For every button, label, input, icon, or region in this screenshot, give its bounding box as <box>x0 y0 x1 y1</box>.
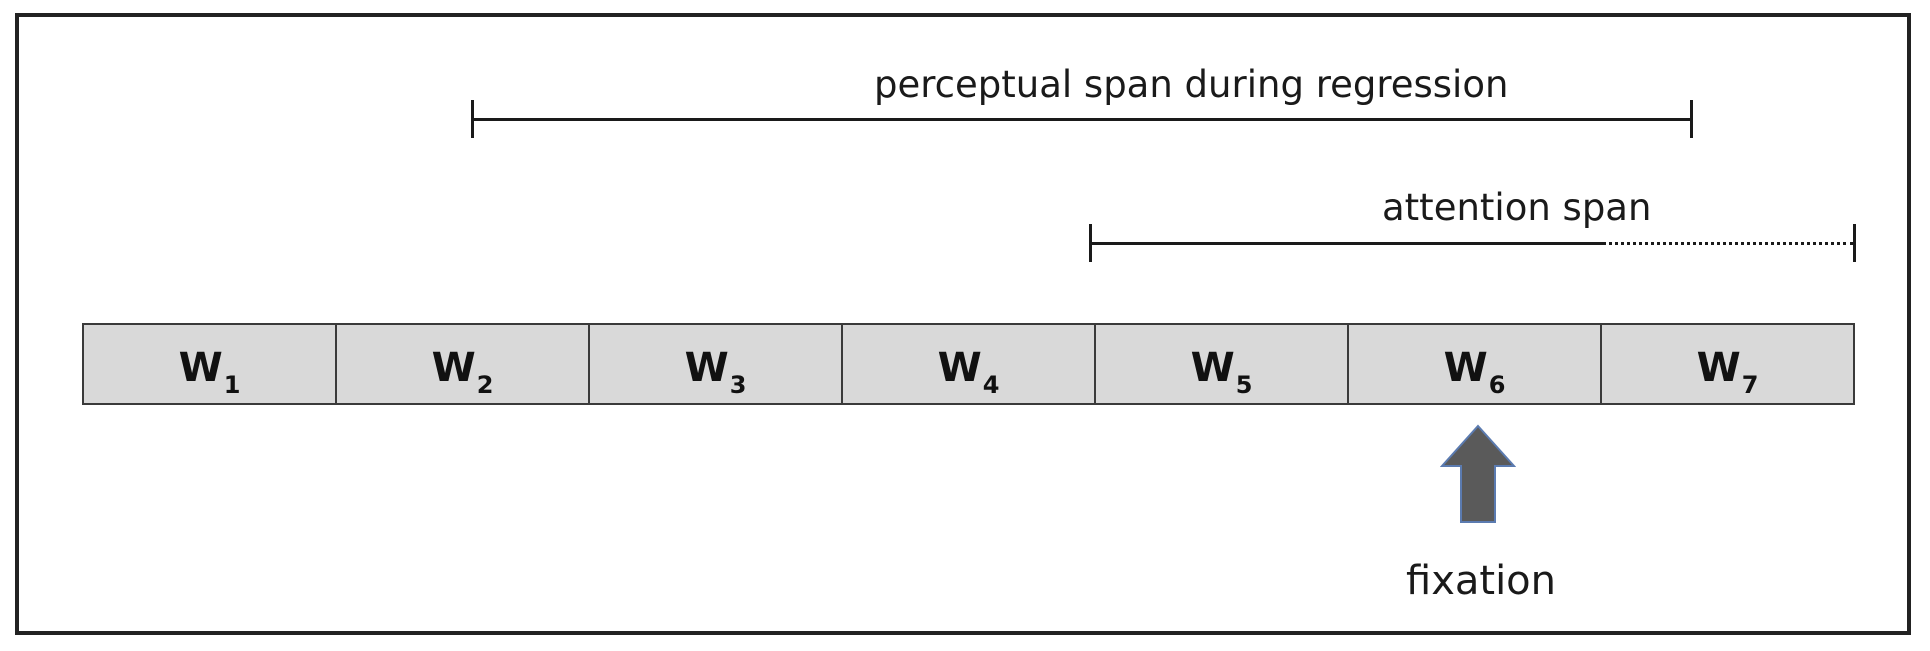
attention-span-label: attention span <box>1382 186 1652 229</box>
word-cell-6: W6 <box>1349 325 1602 403</box>
word-cell-7: W7 <box>1602 325 1853 403</box>
attention-span-right-tick <box>1853 224 1856 262</box>
word-cell-3: W3 <box>590 325 843 403</box>
word-cell-4: W4 <box>843 325 1096 403</box>
fixation-label: fixation <box>1406 558 1556 604</box>
word-label-1: W1 <box>178 345 241 399</box>
word-label-7: W7 <box>1696 345 1759 399</box>
fixation-arrow-shape <box>1440 424 1516 523</box>
perceptual-span-label: perceptual span during regression <box>874 63 1509 106</box>
word-cell-1: W1 <box>84 325 337 403</box>
word-label-4: W4 <box>937 345 1000 399</box>
perceptual-span-right-tick <box>1690 100 1693 138</box>
word-cell-5: W5 <box>1096 325 1349 403</box>
word-label-2: W2 <box>431 345 494 399</box>
attention-span-dotted-line <box>1602 242 1854 245</box>
word-cell-2: W2 <box>337 325 590 403</box>
word-row: W1 W2 W3 W4 W5 W6 W7 <box>82 323 1855 405</box>
fixation-arrow-icon <box>1440 424 1516 523</box>
attention-span-solid-line <box>1090 242 1602 245</box>
word-label-6: W6 <box>1443 345 1506 399</box>
word-label-5: W5 <box>1190 345 1253 399</box>
perceptual-span-left-tick <box>471 100 474 138</box>
attention-span-left-tick <box>1089 224 1092 262</box>
perceptual-span-line <box>472 118 1692 121</box>
word-label-3: W3 <box>684 345 747 399</box>
